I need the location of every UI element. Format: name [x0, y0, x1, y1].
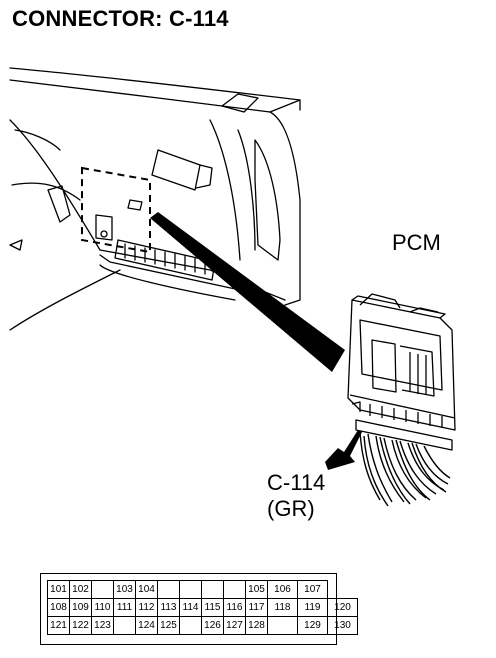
pin-cell: 106 [267, 580, 298, 599]
empty-pin-cell [113, 616, 136, 635]
pin-cell: 124 [135, 616, 158, 635]
pin-cell: 105 [245, 580, 268, 599]
pin-cell: 115 [201, 598, 224, 617]
pin-cell: 127 [223, 616, 246, 635]
pin-cell: 121 [47, 616, 70, 635]
page-title: CONNECTOR: C-114 [12, 6, 229, 31]
connector-color-label: (GR) [267, 496, 315, 521]
pin-cell: 113 [157, 598, 180, 617]
empty-pin-cell [223, 580, 246, 599]
pcm-label: PCM [392, 230, 441, 255]
pin-cell: 125 [157, 616, 180, 635]
empty-pin-cell [179, 616, 202, 635]
pcm-location-dashed-box [81, 166, 151, 254]
pin-cell: 107 [297, 580, 328, 599]
pin-cell: 123 [91, 616, 114, 635]
pin-cell: 114 [179, 598, 202, 617]
pin-cell: 104 [135, 580, 158, 599]
connector-id-label: C-114 [267, 470, 326, 495]
pin-cell: 111 [113, 598, 136, 617]
pin-cell: 118 [267, 598, 298, 617]
pcm-location-illustration [9, 67, 456, 507]
pointer-wedge [150, 212, 345, 372]
pin-cell: 116 [223, 598, 246, 617]
pin-cell: 128 [245, 616, 268, 635]
empty-pin-cell [179, 580, 202, 599]
pin-cell: 129 [297, 616, 328, 635]
pcm-module [347, 293, 456, 451]
pin-cell: 122 [69, 616, 92, 635]
pin-cell: 117 [245, 598, 268, 617]
pin-cell: 103 [113, 580, 136, 599]
pin-cell: 108 [47, 598, 70, 617]
pin-cell: 109 [69, 598, 92, 617]
pin-cell: 126 [201, 616, 224, 635]
empty-pin-cell [201, 580, 224, 599]
empty-pin-cell [157, 580, 180, 599]
empty-pin-cell [91, 580, 114, 599]
dashboard-outline [9, 67, 301, 101]
pin-cell: 120 [327, 598, 358, 617]
pin-cell: 112 [135, 598, 158, 617]
pin-cell: 110 [91, 598, 114, 617]
pin-cell: 101 [47, 580, 70, 599]
empty-pin-cell [267, 616, 298, 635]
wire-harness [359, 431, 451, 507]
connector-label: C-114 (GR) [267, 470, 325, 522]
pin-cell: 130 [327, 616, 358, 635]
pin-cell: 119 [297, 598, 328, 617]
pin-cell: 102 [69, 580, 92, 599]
connector-arrow-icon [325, 430, 362, 470]
